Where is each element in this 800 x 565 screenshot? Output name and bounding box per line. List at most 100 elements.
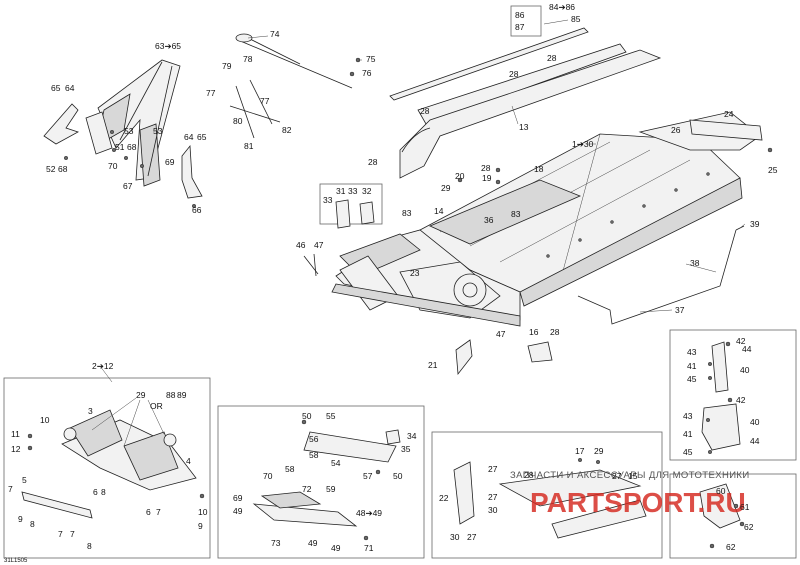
callout: 41 bbox=[683, 429, 693, 439]
inset-box-skid-plate bbox=[217, 405, 425, 559]
diagram-id: 31L1505 bbox=[4, 558, 28, 564]
callout: 58 bbox=[285, 464, 295, 474]
callout: 53 bbox=[124, 126, 134, 136]
callout: 33 bbox=[348, 186, 358, 196]
callout: 31 bbox=[336, 186, 346, 196]
callout: 27 bbox=[488, 492, 498, 502]
callout: 83 bbox=[402, 208, 412, 218]
callout: 74 bbox=[270, 29, 280, 39]
callout: 65 bbox=[197, 132, 207, 142]
callout: 76 bbox=[362, 68, 372, 78]
callout: 7 bbox=[70, 529, 75, 539]
callout: 28 bbox=[524, 470, 534, 480]
callout: 61 bbox=[740, 502, 750, 512]
callout: 14 bbox=[434, 206, 444, 216]
callout: 70 bbox=[108, 161, 118, 171]
callout: 57 bbox=[363, 471, 373, 481]
callout: 26 bbox=[671, 125, 681, 135]
callout: 69 bbox=[165, 157, 175, 167]
callout: 8 bbox=[87, 541, 92, 551]
front-suspension-support bbox=[43, 59, 203, 199]
callout: 30 bbox=[450, 532, 460, 542]
callout: 68 bbox=[127, 142, 137, 152]
callout: 25 bbox=[768, 165, 778, 175]
callout: 68 bbox=[58, 164, 68, 174]
callout: 52 bbox=[46, 164, 56, 174]
callout: 28 bbox=[550, 327, 560, 337]
callout: 50 bbox=[302, 411, 312, 421]
callout: 27 bbox=[612, 471, 622, 481]
callout: 43 bbox=[683, 411, 693, 421]
small-brackets bbox=[303, 167, 553, 376]
callout: 82 bbox=[282, 125, 292, 135]
callout: 69 bbox=[233, 493, 243, 503]
main-tunnel-chassis bbox=[331, 111, 761, 327]
callout: 49 bbox=[233, 506, 243, 516]
callout: 34 bbox=[407, 431, 417, 441]
callout: 13 bbox=[519, 122, 529, 132]
callout: 50 bbox=[393, 471, 403, 481]
callout: 44 bbox=[742, 344, 752, 354]
callout: 35 bbox=[401, 444, 411, 454]
callout: 9 bbox=[198, 521, 203, 531]
top-strips bbox=[389, 27, 662, 179]
callout: 17 bbox=[575, 446, 585, 456]
tunnel-rivets bbox=[546, 172, 710, 258]
leader-lines bbox=[99, 19, 746, 383]
callout: 71 bbox=[364, 543, 374, 553]
callout: 41 bbox=[687, 361, 697, 371]
callout: 24 bbox=[724, 109, 734, 119]
group-label-63-65: 63➔65 bbox=[155, 41, 181, 51]
callout: 29 bbox=[136, 390, 146, 400]
callout: 30 bbox=[488, 505, 498, 515]
callout: 85 bbox=[571, 14, 581, 24]
callout: 75 bbox=[366, 54, 376, 64]
callout: 11 bbox=[11, 429, 20, 439]
group-label-84-86: 84➔86 bbox=[549, 2, 575, 12]
callout-labels: 85 86 87 74 75 76 79 78 77 77 80 82 81 6… bbox=[8, 10, 778, 553]
callout: 10 bbox=[40, 415, 50, 425]
callout: 43 bbox=[687, 347, 697, 357]
bracket-inset-b-parts bbox=[699, 397, 745, 549]
callout: 37 bbox=[675, 305, 685, 315]
callout: 53 bbox=[153, 126, 163, 136]
callout: 44 bbox=[750, 436, 760, 446]
callout: 47 bbox=[496, 329, 506, 339]
callout: 87 bbox=[515, 22, 525, 32]
callout: 21 bbox=[428, 360, 438, 370]
callout: 65 bbox=[51, 83, 61, 93]
callout: 27 bbox=[488, 464, 498, 474]
callout: 49 bbox=[308, 538, 318, 548]
callout: 36 bbox=[484, 215, 494, 225]
callout: 3 bbox=[88, 406, 93, 416]
callout: 38 bbox=[690, 258, 700, 268]
callout: 62 bbox=[726, 542, 736, 552]
front-frame-inset-parts bbox=[21, 397, 205, 519]
callout: 22 bbox=[439, 493, 449, 503]
callout: 59 bbox=[326, 484, 336, 494]
callout: 40 bbox=[750, 417, 760, 427]
callout: 10 bbox=[198, 507, 208, 517]
callout: 79 bbox=[222, 61, 232, 71]
group-label-48-49: 48➔49 bbox=[356, 508, 382, 518]
callout: 88 bbox=[166, 390, 176, 400]
callout: 5 bbox=[22, 475, 27, 485]
callout: 4 bbox=[186, 456, 191, 466]
callout: 7 bbox=[58, 529, 63, 539]
callout: 62 bbox=[744, 522, 754, 532]
callout: 49 bbox=[331, 543, 341, 553]
callout: 32 bbox=[362, 186, 372, 196]
callout: 28 bbox=[481, 163, 491, 173]
callout: 83 bbox=[511, 209, 521, 219]
bracket-inset-a-parts bbox=[708, 341, 731, 393]
callout: 47 bbox=[314, 240, 324, 250]
callout: 28 bbox=[509, 69, 519, 79]
callout: 45 bbox=[687, 374, 697, 384]
callout: 55 bbox=[326, 411, 336, 421]
callout: 16 bbox=[529, 327, 539, 337]
callout: 66 bbox=[192, 205, 202, 215]
watermark-site: PARTSPORT.RU bbox=[530, 487, 746, 518]
callout: 15 bbox=[628, 471, 638, 481]
callout: 42 bbox=[736, 336, 746, 346]
callout: 7 bbox=[156, 507, 161, 517]
